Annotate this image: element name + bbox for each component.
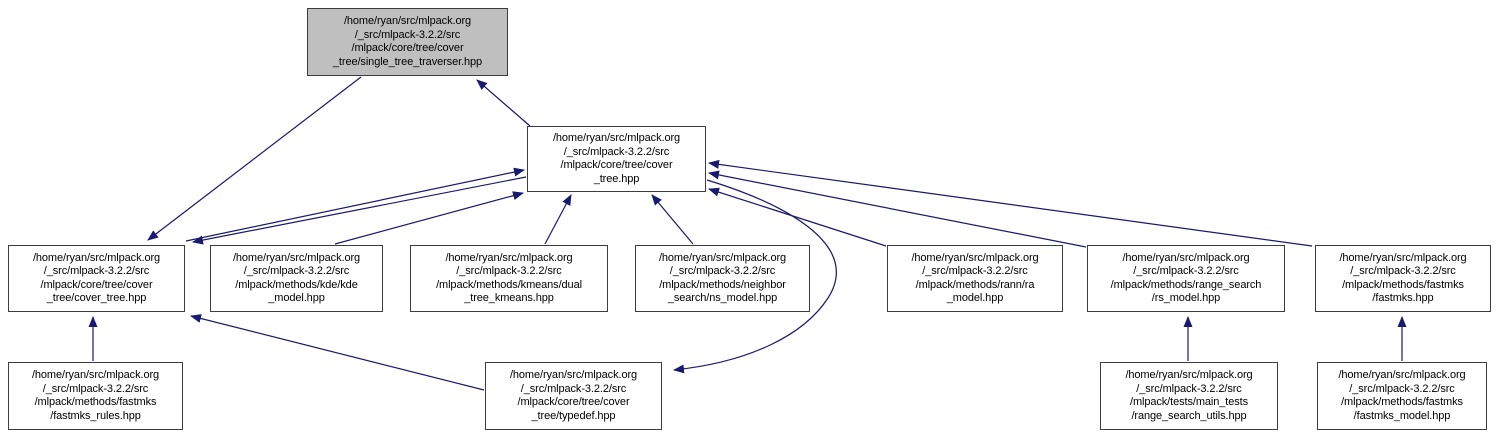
graph-node-cover_tree_hpp[interactable]: /home/ryan/src/mlpack.org/_src/mlpack-3.… <box>527 126 706 192</box>
node-label-line: _tree.hpp <box>593 172 640 185</box>
node-label-line: /_src/mlpack-3.2.2/src <box>1133 265 1239 277</box>
node-label-line: /home/ryan/src/mlpack.org <box>552 132 681 144</box>
graph-node-rs_model[interactable]: /home/ryan/src/mlpack.org/_src/mlpack-3.… <box>1087 245 1285 312</box>
node-label-line: /home/ryan/src/mlpack.org <box>658 251 787 264</box>
graph-node-fastmks[interactable]: /home/ryan/src/mlpack.org/_src/mlpack-3.… <box>1315 245 1491 312</box>
node-label-line: /mlpack/methods/rann/ra <box>915 278 1035 291</box>
node-label-line: /home/ryan/src/mlpack.org <box>1339 251 1467 264</box>
node-label-line: /home/ryan/src/mlpack.org <box>232 251 361 264</box>
edge-fastmks-to-cover_tree_hpp <box>708 159 1313 247</box>
node-label-line: /fastmks_model.hpp <box>1353 409 1451 422</box>
edge-cover_tree_hpp-to-single_tree_traverser <box>476 79 531 127</box>
node-label-line: /fastmks.hpp <box>1372 292 1434 304</box>
node-label-line: /fastmks_rules.hpp <box>50 409 141 422</box>
node-label-line: _search/ns_model.hpp <box>667 292 778 304</box>
graph-node-ra_model[interactable]: /home/ryan/src/mlpack.org/_src/mlpack-3.… <box>887 245 1063 312</box>
node-label-line: /home/ryan/src/mlpack.org <box>1338 369 1466 381</box>
node-label-line: _tree/single_tree_traverser.hpp <box>332 55 483 68</box>
edge-cover_tree_cover_tree-to-cover_tree_hpp <box>185 167 525 242</box>
node-label-line: _tree/cover_tree.hpp <box>46 292 147 304</box>
node-label-line: /home/ryan/src/mlpack.org <box>1125 369 1253 381</box>
node-label-line: /_src/mlpack-3.2.2/src <box>243 265 350 277</box>
graph-node-range_search_utils[interactable]: /home/ryan/src/mlpack.org/_src/mlpack-3.… <box>1100 362 1278 430</box>
node-label-line: /mlpack/methods/neighbor <box>659 278 786 291</box>
node-label-line: /mlpack/core/tree/cover <box>351 42 464 54</box>
node-label-line: /_src/mlpack-3.2.2/src <box>456 265 562 277</box>
graph-node-fastmks_rules[interactable]: /home/ryan/src/mlpack.org/_src/mlpack-3.… <box>8 362 183 430</box>
node-label-line: /mlpack/methods/fastmks <box>1341 396 1463 408</box>
node-label-line: /home/ryan/src/mlpack.org <box>509 369 638 381</box>
node-label-line: /mlpack/core/tree/cover <box>517 396 630 408</box>
node-label-line: /_src/mlpack-3.2.2/src <box>669 265 776 277</box>
node-label-line: _tree_kmeans.hpp <box>464 292 554 304</box>
node-label-line: /_src/mlpack-3.2.2/src <box>563 145 670 158</box>
node-label-line: /home/ryan/src/mlpack.org <box>31 369 160 381</box>
node-label-line: /mlpack/tests/main_tests <box>1129 396 1249 408</box>
node-label-line: /home/ryan/src/mlpack.org <box>32 251 161 264</box>
node-label-line: /_src/mlpack-3.2.2/src <box>922 265 1028 277</box>
graph-node-kde_model[interactable]: /home/ryan/src/mlpack.org/_src/mlpack-3.… <box>210 245 383 312</box>
node-label-line: /rs_model.hpp <box>1151 292 1221 304</box>
node-label-line: /_src/mlpack-3.2.2/src <box>1136 382 1242 395</box>
edge-kde_model-to-cover_tree_hpp <box>334 191 524 245</box>
edge-cover_tree_hpp-to-typedef <box>673 179 837 374</box>
graph-node-typedef[interactable]: /home/ryan/src/mlpack.org/_src/mlpack-3.… <box>485 362 662 430</box>
node-label-line: /_src/mlpack-3.2.2/src <box>1350 265 1456 277</box>
node-label-line: /home/ryan/src/mlpack.org <box>343 15 472 27</box>
node-label-line: /home/ryan/src/mlpack.org <box>445 251 573 264</box>
graph-node-dual_tree_kmeans[interactable]: /home/ryan/src/mlpack.org/_src/mlpack-3.… <box>410 245 608 312</box>
edge-ns_model-to-cover_tree_hpp <box>651 194 694 245</box>
graph-node-cover_tree_cover_tree[interactable]: /home/ryan/src/mlpack.org/_src/mlpack-3.… <box>8 245 185 312</box>
node-label-line: /mlpack/methods/kmeans/dual <box>436 278 582 291</box>
graph-node-single_tree_traverser: /home/ryan/src/mlpack.org/_src/mlpack-3.… <box>307 8 508 76</box>
node-label-line: /range_search_utils.hpp <box>1131 409 1247 422</box>
node-label-line: /mlpack/core/tree/cover <box>560 159 673 171</box>
node-label-line: /_src/mlpack-3.2.2/src <box>520 382 627 395</box>
edge-cover_tree_hpp-to-cover_tree_cover_tree <box>192 176 527 245</box>
graph-node-fastmks_model[interactable]: /home/ryan/src/mlpack.org/_src/mlpack-3.… <box>1317 362 1487 430</box>
node-label-line: _model.hpp <box>268 292 325 304</box>
node-label-line: /mlpack/methods/kde/kde <box>235 278 358 291</box>
node-label-line: _tree/typedef.hpp <box>531 409 616 422</box>
edge-dual_tree_kmeans-to-cover_tree_hpp <box>544 194 572 245</box>
node-label-line: /_src/mlpack-3.2.2/src <box>42 382 149 395</box>
node-label-line: /_src/mlpack-3.2.2/src <box>1349 382 1455 395</box>
edge-ra_model-to-cover_tree_hpp <box>708 187 887 247</box>
edge-single_tree_traverser-to-cover_tree_cover_tree <box>147 76 362 241</box>
node-label-line: /home/ryan/src/mlpack.org <box>911 251 1039 264</box>
node-label-line: /_src/mlpack-3.2.2/src <box>43 265 150 277</box>
node-label-line: /mlpack/methods/range_search <box>1110 278 1262 291</box>
edge-typedef-to-cover_tree_cover_tree <box>190 314 485 391</box>
graph-node-ns_model[interactable]: /home/ryan/src/mlpack.org/_src/mlpack-3.… <box>635 245 810 312</box>
node-label-line: _model.hpp <box>946 292 1004 304</box>
node-label-line: /_src/mlpack-3.2.2/src <box>354 28 461 41</box>
node-label-line: /mlpack/methods/fastmks <box>1342 278 1464 291</box>
node-label-line: /mlpack/core/tree/cover <box>40 278 153 291</box>
node-label-line: /mlpack/methods/fastmks <box>34 396 157 408</box>
edge-rs_model-to-cover_tree_hpp <box>708 170 1087 248</box>
node-label-line: /home/ryan/src/mlpack.org <box>1122 251 1250 264</box>
